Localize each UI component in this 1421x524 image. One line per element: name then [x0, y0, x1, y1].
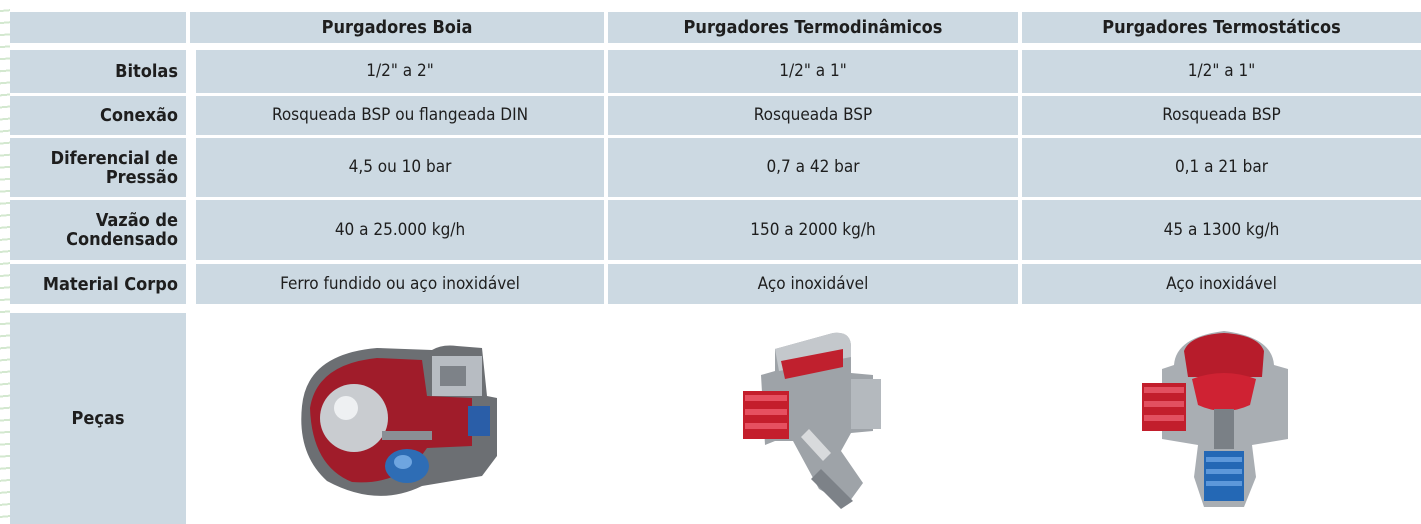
cell-diferencial-termostaticos: 0,1 a 21 bar — [1022, 138, 1421, 197]
cell-bitolas-boia: 1/2" a 2" — [196, 50, 604, 93]
cell-diferencial-termodinamicos: 0,7 a 42 bar — [608, 138, 1018, 197]
header-corner — [10, 12, 186, 43]
cell-vazao-termodinamicos: 150 a 2000 kg/h — [608, 200, 1018, 260]
float-trap-image — [301, 345, 497, 496]
thermostatic-trap-image — [1141, 331, 1288, 507]
image-cell-termodinamicos — [608, 308, 1018, 524]
cell-conexao-termostaticos: Rosqueada BSP — [1022, 96, 1421, 135]
cell-diferencial-boia: 4,5 ou 10 bar — [196, 138, 604, 197]
cell-bitolas-termodinamicos: 1/2" a 1" — [608, 50, 1018, 93]
cell-bitolas-termostaticos: 1/2" a 1" — [1022, 50, 1421, 93]
row-label-diferencial-pressao: Diferencial de Pressão — [10, 138, 186, 197]
cell-vazao-boia: 40 a 25.000 kg/h — [196, 200, 604, 260]
cell-conexao-termodinamicos: Rosqueada BSP — [608, 96, 1018, 135]
cell-vazao-termostaticos: 45 a 1300 kg/h — [1022, 200, 1421, 260]
header-termostaticos: Purgadores Termostáticos — [1022, 12, 1421, 43]
header-termodinamicos: Purgadores Termodinâmicos — [608, 12, 1018, 43]
thermodynamic-trap-image — [743, 332, 881, 509]
cell-material-boia: Ferro fundido ou aço inoxidável — [196, 264, 604, 304]
row-label-material-corpo: Material Corpo — [10, 264, 186, 304]
cell-material-termodinamicos: Aço inoxidável — [608, 264, 1018, 304]
image-cell-boia — [190, 308, 604, 524]
row-label-conexao: Conexão — [10, 96, 186, 135]
row-label-bitolas: Bitolas — [10, 50, 186, 93]
row-label-pecas: Peças — [10, 313, 186, 524]
left-decoration — [0, 0, 10, 524]
cell-conexao-boia: Rosqueada BSP ou flangeada DIN — [196, 96, 604, 135]
header-boia: Purgadores Boia — [190, 12, 604, 43]
cell-material-termostaticos: Aço inoxidável — [1022, 264, 1421, 304]
image-cell-termostaticos — [1022, 308, 1421, 524]
row-label-vazao-condensado: Vazão de Condensado — [10, 200, 186, 260]
